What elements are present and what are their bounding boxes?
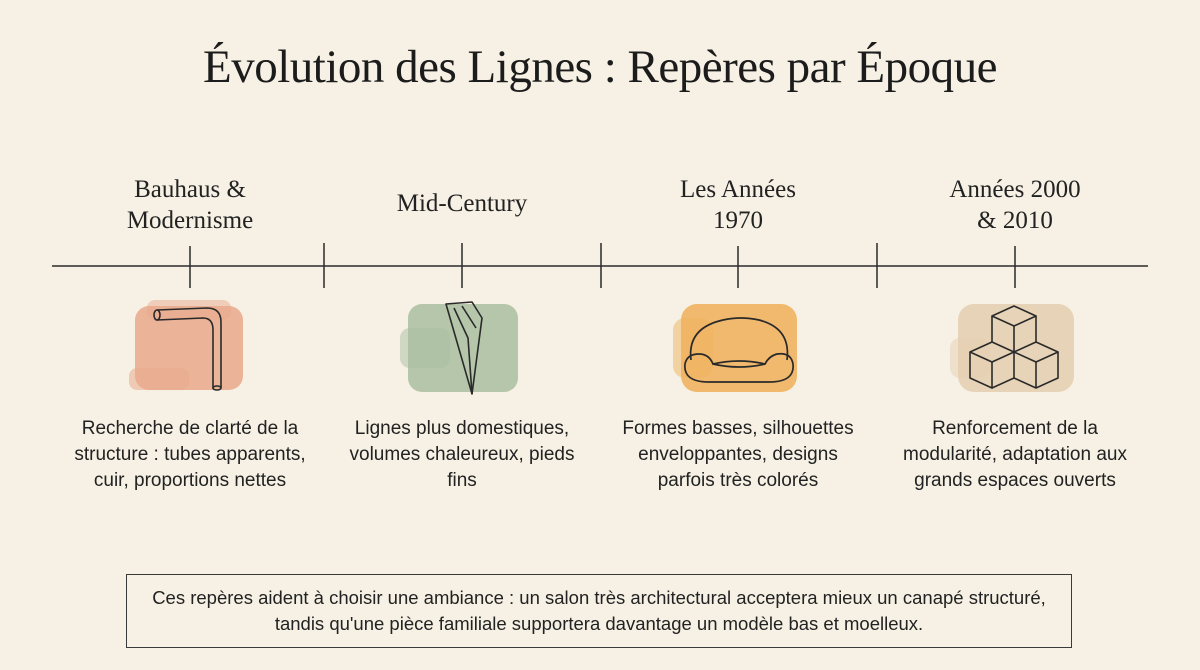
era-description-2000s: Renforcement de la modularité, adaptatio…: [903, 418, 1127, 491]
era-label-2000s: Années 2000 & 2010: [949, 176, 1081, 234]
tubular-chair-icon: [125, 298, 255, 398]
summary-note: Ces repères aident à choisir une ambianc…: [126, 574, 1072, 648]
era-description-1970s: Formes basses, silhouettes enveloppantes…: [622, 418, 854, 491]
era-description-mid-century: Lignes plus domestiques, volumes chaleur…: [349, 418, 575, 491]
era-label-mid-century: Mid-Century: [396, 190, 528, 217]
low-sofa-icon: [673, 298, 803, 398]
timeline: [52, 243, 1148, 288]
modular-cubes-icon: [950, 298, 1080, 398]
page-title: Évolution des Lignes : Repères par Époqu…: [203, 41, 997, 93]
era-label-bauhaus: Bauhaus & Modernisme: [126, 176, 254, 234]
era-label-1970s: Les Années 1970: [680, 176, 796, 234]
era-description-bauhaus: Recherche de clarté de la structure : tu…: [74, 418, 306, 491]
tapered-leg-icon: [398, 298, 528, 398]
summary-note-text: Ces repères aident à choisir une ambianc…: [152, 587, 1046, 634]
